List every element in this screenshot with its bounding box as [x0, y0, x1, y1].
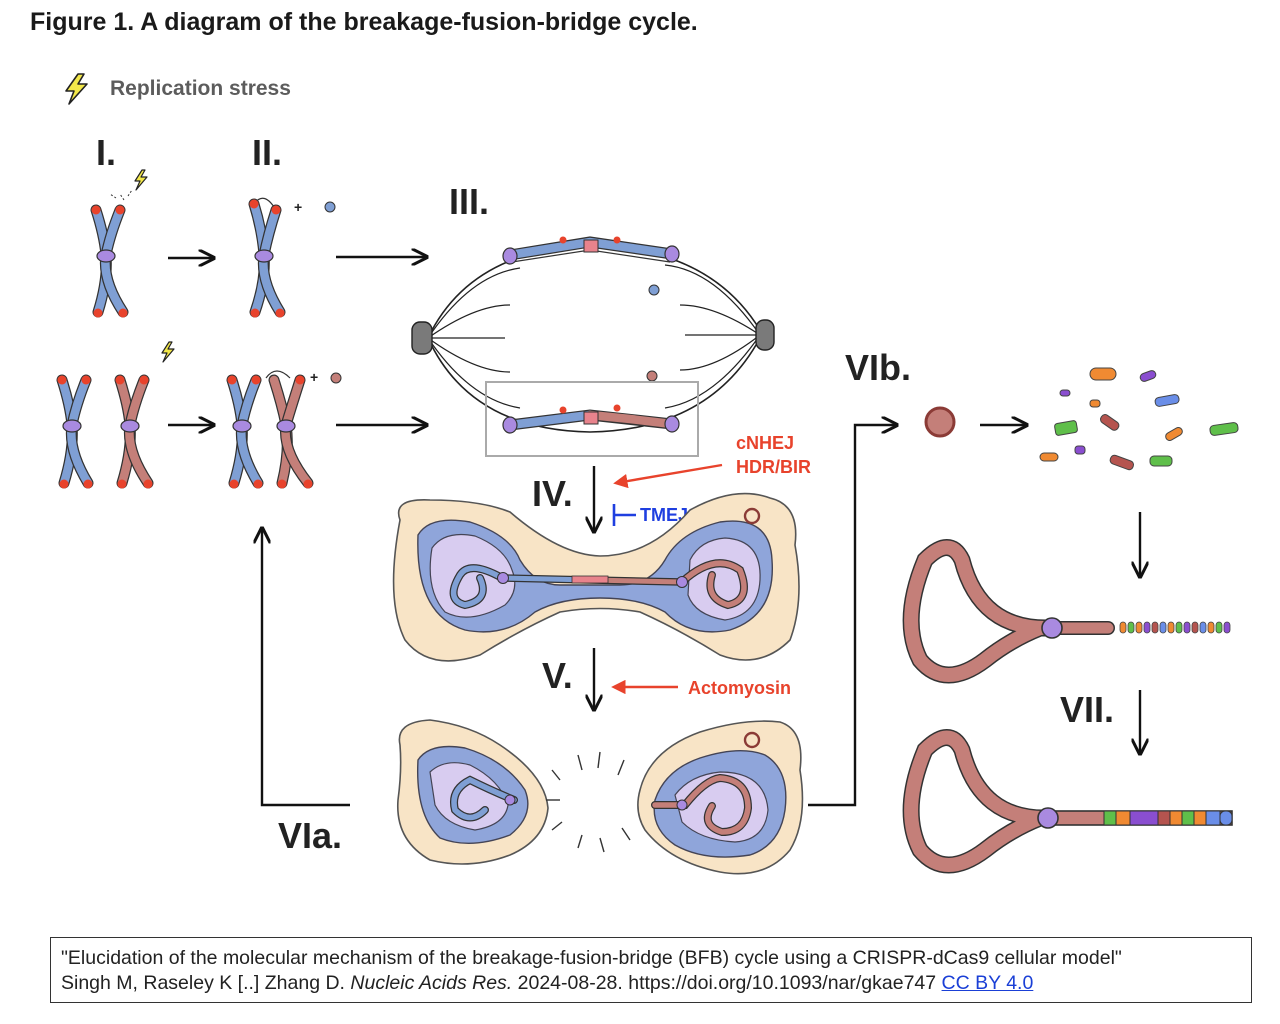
- citation-box: "Elucidation of the molecular mechanism …: [50, 937, 1252, 1003]
- stage-label-I: I.: [96, 132, 116, 173]
- chromosome-fragments: [1039, 367, 1239, 471]
- chromosome-stage-II-top: +: [248, 197, 336, 318]
- citation-article-title: "Elucidation of the molecular mechanism …: [61, 947, 1122, 969]
- lightning-bolt-icon: [161, 341, 175, 363]
- plus-sign: +: [294, 199, 302, 215]
- stage-label-VII: VII.: [1060, 689, 1114, 730]
- chromosome-pair-stage-II-bottom: +: [226, 369, 342, 489]
- activation-arrow-cnhej: [613, 463, 723, 489]
- reassembled-chromosome-top: [902, 539, 1231, 684]
- plus-sign: +: [310, 369, 318, 385]
- stage-label-II: II.: [252, 132, 282, 173]
- factor-tmej: TMEJ: [640, 505, 688, 525]
- anaphase-bridge-cell-stage-IV: [392, 492, 800, 662]
- stage-label-III: III.: [449, 181, 489, 222]
- arrow-VIa-back-to-II: [262, 530, 350, 807]
- factor-cnhej: cNHEJ: [736, 433, 794, 453]
- factor-hdr-bir: HDR/BIR: [736, 457, 811, 477]
- legend: Replication stress: [60, 73, 291, 105]
- stage-label-IV: IV.: [532, 473, 573, 514]
- micronucleus: [924, 406, 956, 438]
- daughter-cell-right-stage-V: [637, 720, 804, 875]
- stage-label-VIb: VIb.: [845, 347, 911, 388]
- citation-authors: Singh M, Raseley K [..] Zhang D.: [61, 972, 345, 994]
- factor-actomyosin: Actomyosin: [688, 678, 791, 698]
- stage-label-V: V.: [542, 655, 573, 696]
- citation-journal: Nucleic Acids Res.: [350, 972, 513, 994]
- mitotic-spindle-stage-III: [411, 236, 775, 457]
- chromothriptic-chromosome-stage-VII: [902, 729, 1233, 874]
- inhibition-symbol-tmej: [612, 504, 636, 526]
- citation-line: Singh M, Raseley K [..] Zhang D. Nucleic…: [61, 971, 1241, 996]
- bfb-cycle-diagram: I. II. III. IV. V. VIa. VIb. VII. +: [56, 132, 1239, 875]
- legend-label: Replication stress: [110, 77, 291, 100]
- chromosome-pair-stage-I-bottom: [56, 341, 175, 489]
- chromosome-stage-I-top: [90, 169, 148, 318]
- highlight-box: [485, 381, 699, 457]
- figure-title: Figure 1. A diagram of the breakage-fusi…: [30, 8, 698, 36]
- license-link[interactable]: CC BY 4.0: [941, 972, 1034, 994]
- arrow-V-to-VIb: [808, 425, 895, 807]
- stage-label-VIa: VIa.: [278, 815, 342, 856]
- citation-date-doi: 2024-08-28. https://doi.org/10.1093/nar/…: [517, 972, 937, 994]
- lightning-bolt-icon: [65, 73, 88, 105]
- daughter-cell-left-stage-V: [397, 719, 549, 865]
- lightning-bolt-icon: [134, 169, 148, 191]
- cut-marks: [546, 751, 631, 853]
